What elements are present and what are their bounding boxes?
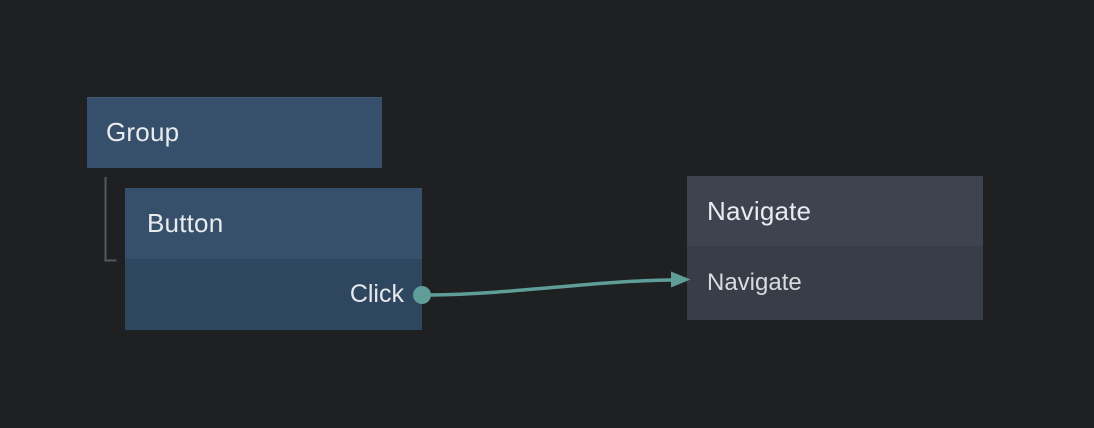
navigate-node[interactable]: Navigate Navigate <box>687 176 983 320</box>
button-node[interactable]: Button Click <box>125 188 422 330</box>
group-node[interactable]: Group <box>87 97 382 168</box>
button-node-header[interactable]: Button <box>125 188 422 259</box>
click-output-port-label: Click <box>349 280 404 308</box>
group-node-title: Group <box>106 117 180 147</box>
navigate-node-title: Navigate <box>707 195 812 226</box>
navigate-node-action-row[interactable]: Navigate <box>687 246 983 320</box>
connection-edge[interactable] <box>428 278 674 297</box>
button-node-title: Button <box>147 208 224 238</box>
group-child-connector-line <box>104 177 117 262</box>
group-node-header[interactable]: Group <box>87 97 382 168</box>
button-click-output-row[interactable]: Click <box>125 259 422 330</box>
navigate-node-header[interactable]: Navigate <box>687 176 983 246</box>
navigate-action-label: Navigate <box>707 269 802 296</box>
